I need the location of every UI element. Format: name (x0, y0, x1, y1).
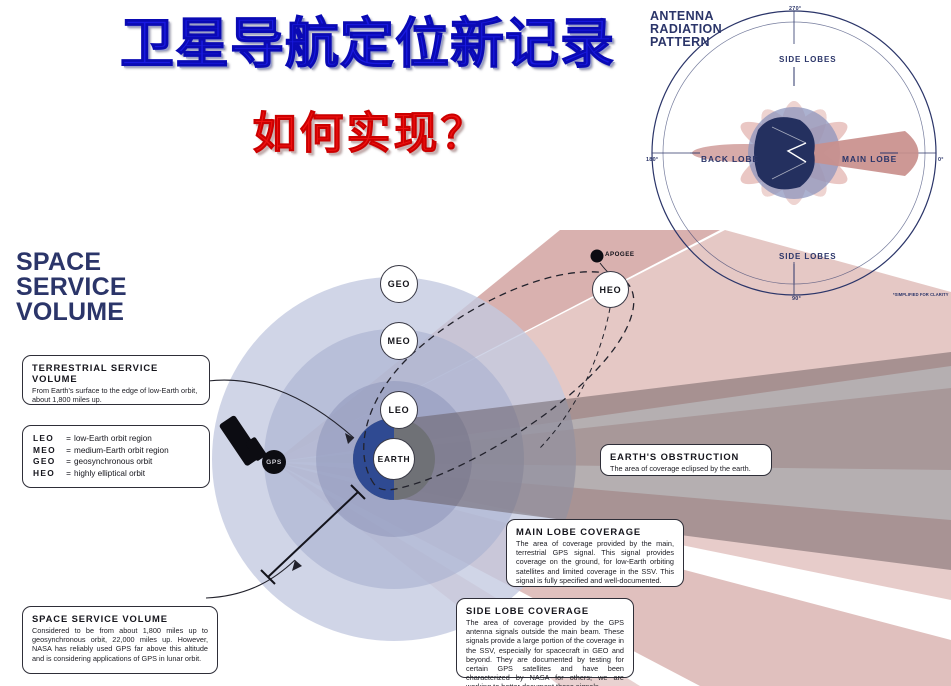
antenna-dish-body (754, 117, 815, 190)
antenna-panel-title: ANTENNA RADIATION PATTERN (650, 10, 760, 49)
callout-side-lobe-coverage: SIDE LOBE COVERAGE The area of coverage … (456, 598, 634, 686)
legend-row: GEO = geosynchronous orbit (33, 456, 199, 468)
legend-row: HEO = highly elliptical orbit (33, 468, 199, 480)
antenna-radiation-pattern (651, 10, 937, 296)
callout-main-lobe-coverage: MAIN LOBE COVERAGE The area of coverage … (506, 519, 684, 587)
legend-equals: = (66, 468, 71, 478)
callout-space-service-volume: SPACE SERVICE VOLUME Considered to be fr… (22, 606, 218, 674)
callout-title: TERRESTRIAL SERVICE VOLUME (32, 362, 159, 384)
legend-row: LEO = low-Earth orbit region (33, 433, 199, 445)
legend-value: low-Earth orbit region (74, 434, 152, 443)
callout-body: The area of coverage eclipsed by the ear… (610, 464, 751, 473)
legend-key: LEO (33, 433, 55, 443)
orbit-label-heo: HEO (592, 271, 629, 308)
legend-key: MEO (33, 444, 56, 455)
antenna-main-lobe (797, 131, 919, 176)
callout-body: From Earth's surface to the edge of low-… (32, 386, 198, 405)
headline-primary: 卫星导航定位新记录 (119, 12, 615, 75)
page-title: SPACE SERVICE VOLUME (16, 250, 196, 325)
callout-body: Considered to be from about 1,800 miles … (32, 626, 208, 663)
degree-label-180: 180° (646, 157, 659, 163)
page-title-line-3: VOLUME (16, 298, 125, 326)
orbit-label-meo: MEO (380, 322, 418, 360)
label-main-lobe: MAIN LOBE (842, 154, 898, 164)
callout-terrestrial-service-volume: TERRESTRIAL SERVICE VOLUME From Earth's … (22, 355, 210, 405)
terrestrial-leader-line (207, 379, 355, 439)
heo-stem (539, 307, 611, 449)
heo-orbit-path (363, 271, 635, 491)
callout-title: EARTH'S OBSTRUCTION (610, 451, 740, 462)
antenna-title-line-1: ANTENNA (650, 9, 714, 23)
orbit-label-apogee: APOGEE (605, 251, 635, 258)
degree-label-90: 90° (792, 296, 802, 302)
degree-label-0: 0° (938, 157, 944, 163)
gps-satellite-icon (219, 415, 267, 466)
callout-body: The area of coverage provided by the GPS… (466, 618, 624, 686)
legend-value: geosynchronous orbit (74, 457, 153, 467)
orbit-label-leo: LEO (380, 391, 418, 429)
antenna-dish-feed (786, 142, 807, 163)
legend-key: GEO (33, 456, 56, 467)
legend-equals: = (66, 445, 71, 455)
callout-title: SPACE SERVICE VOLUME (32, 613, 168, 624)
legend-equals: = (66, 434, 71, 443)
callout-title: SIDE LOBE COVERAGE (466, 605, 589, 616)
callout-title: MAIN LOBE COVERAGE (516, 526, 642, 537)
antenna-footnote: *SIMPLIFIED FOR CLARITY (893, 292, 949, 297)
ssv-leader-line (205, 559, 296, 599)
legend-row: MEO = medium-Earth orbit region (33, 445, 199, 457)
page-title-line-2: SERVICE (16, 273, 127, 301)
degree-label-270: 270° (789, 6, 802, 12)
label-back-lobe: BACK LOBE (701, 154, 759, 164)
ssv-dimension-bar (260, 484, 366, 585)
legend-value: highly elliptical orbit (74, 468, 145, 478)
orbit-acronym-legend: LEO = low-Earth orbit region MEO = mediu… (22, 425, 210, 488)
legend-key: HEO (33, 467, 56, 478)
orbit-label-gps: GPS (262, 450, 286, 474)
antenna-title-line-3: PATTERN (650, 35, 710, 49)
headline-secondary: 如何实现？ (252, 108, 488, 160)
legend-value: medium-Earth orbit region (74, 445, 169, 455)
legend-equals: = (66, 457, 71, 467)
callout-body: The area of coverage provided by the mai… (516, 539, 674, 585)
orbit-label-geo: GEO (380, 265, 418, 303)
label-side-lobes-bottom: SIDE LOBES (779, 252, 837, 261)
page-title-line-1: SPACE (16, 248, 102, 276)
orbit-label-earth: EARTH (373, 438, 415, 480)
label-side-lobes-top: SIDE LOBES (779, 55, 837, 64)
callout-earths-obstruction: EARTH'S OBSTRUCTION The area of coverage… (600, 444, 772, 476)
antenna-title-line-2: RADIATION (650, 22, 723, 36)
